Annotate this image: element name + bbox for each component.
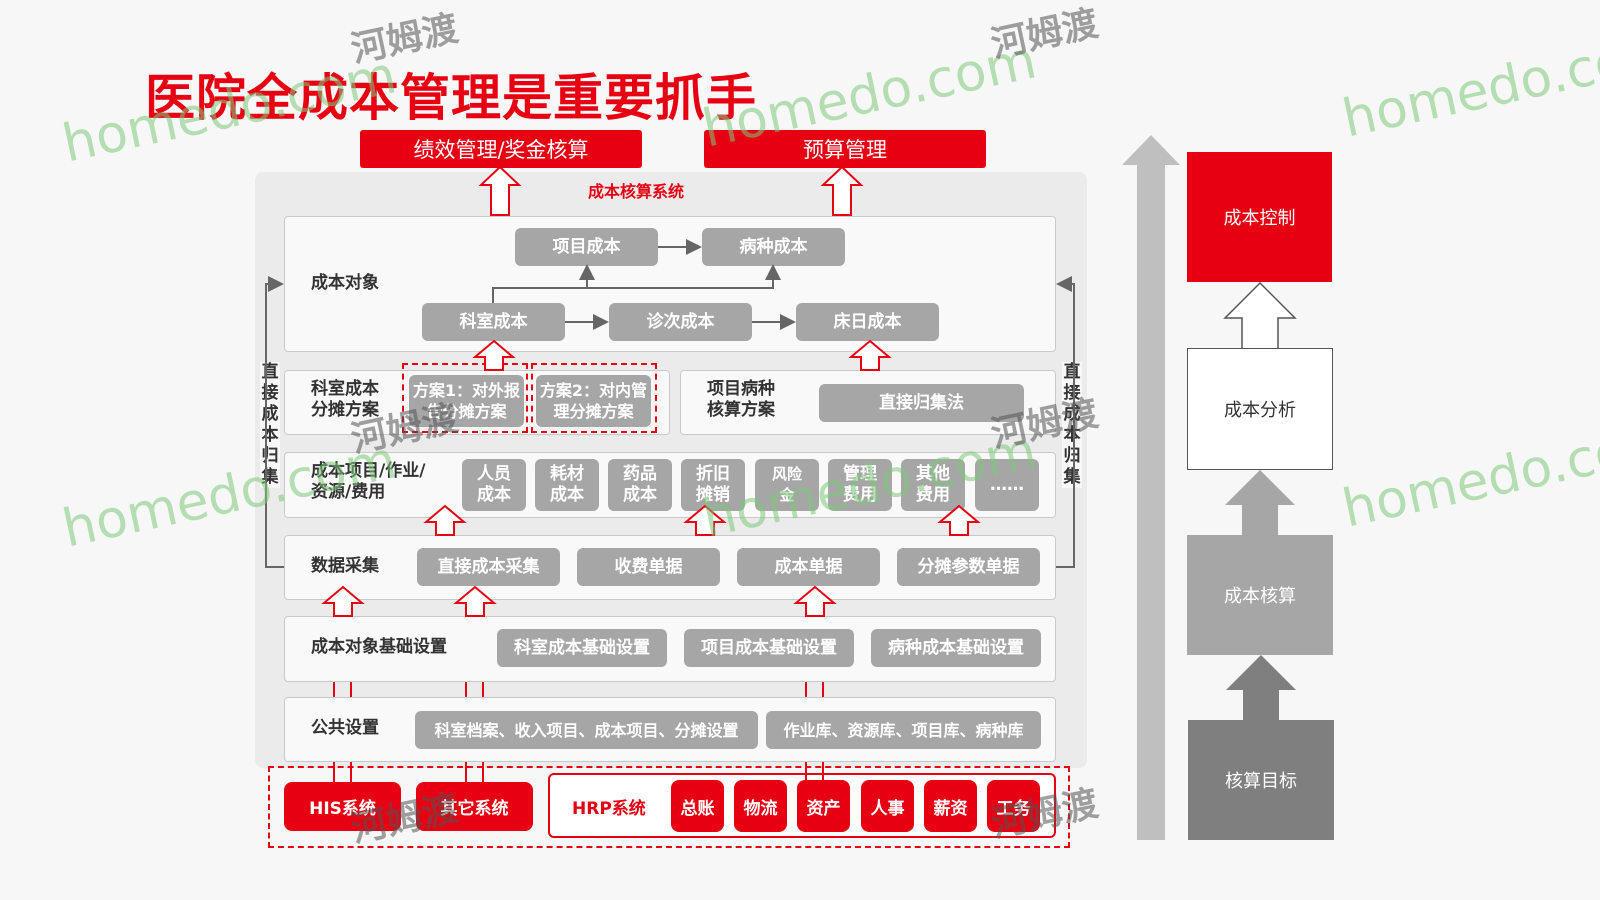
cost-control-box: 成本控制 [1187,152,1332,282]
cost-item: 人员成本 [462,459,526,511]
cost-accounting-box: 成本核算 [1187,535,1333,655]
plan2-dashed [531,363,657,433]
performance-box: 绩效管理/奖金核算 [360,130,642,168]
budget-box: 预算管理 [704,130,986,168]
cost-item: 其他费用 [901,459,965,511]
collect-item: 收费单据 [577,548,720,586]
public-item: 科室档案、收入项目、成本项目、分摊设置 [415,711,758,749]
direct-method: 直接归集法 [819,384,1024,422]
hrp-module: 工务 [987,780,1040,832]
dept-cost: 科室成本 [422,303,565,341]
hrp-module: 人事 [861,780,914,832]
collect-item: 直接成本采集 [417,548,560,586]
cost-analysis-box: 成本分析 [1187,348,1333,470]
public-setting-label: 公共设置 [311,718,379,738]
hrp-label: HRP系统 [572,799,646,819]
target-box: 核算目标 [1188,720,1334,840]
public-item: 作业库、资源库、项目库、病种库 [766,711,1041,749]
up-arrow-icon [1225,470,1295,536]
cost-items-label: 成本项目/作业/资源/费用 [311,461,426,502]
his-system: HIS系统 [284,782,401,831]
collect-item: 分摊参数单据 [897,548,1040,586]
base-item: 病种成本基础设置 [871,629,1041,667]
up-arrow-icon [1223,281,1297,348]
cost-item: 折旧摊销 [681,459,745,511]
other-system: 其它系统 [416,782,533,831]
hrp-module: 薪资 [924,780,977,832]
system-label: 成本核算系统 [588,182,685,201]
up-arrow-icons [321,165,981,617]
cost-item: 管理费用 [828,459,892,511]
hrp-module: 资产 [797,780,850,832]
cost-item: 风险金 [755,459,819,511]
visit-cost: 诊次成本 [609,303,752,341]
up-arrow-icon [1226,655,1296,721]
big-up-arrow-icon [1122,135,1180,840]
systems-dashed [268,766,1070,848]
project-cost: 项目成本 [515,228,658,266]
page-title: 医院全成本管理是重要抓手 [145,69,757,127]
hrp-module: 总账 [671,780,724,832]
bed-cost: 床日成本 [796,303,939,341]
plan1: 方案1：对外报告分摊方案 [409,375,524,427]
hrp-module: 物流 [734,780,787,832]
cost-object-label: 成本对象 [311,273,379,293]
side-label-right: 直接成本归集 [1062,362,1082,488]
base-setting-label: 成本对象基础设置 [311,637,447,657]
cost-item: …… [975,459,1039,511]
collect-item: 成本单据 [737,548,880,586]
data-collect-label: 数据采集 [311,556,379,576]
plan2: 方案2：对内管理分摊方案 [536,375,651,427]
project-disease-label: 项目病种核算方案 [707,379,775,420]
cost-item: 耗材成本 [535,459,599,511]
base-item: 项目成本基础设置 [684,629,854,667]
disease-cost: 病种成本 [702,228,845,266]
plan1-dashed [402,363,528,433]
cost-item: 药品成本 [608,459,672,511]
base-item: 科室成本基础设置 [497,629,667,667]
allocation-label: 科室成本分摊方案 [311,379,379,420]
